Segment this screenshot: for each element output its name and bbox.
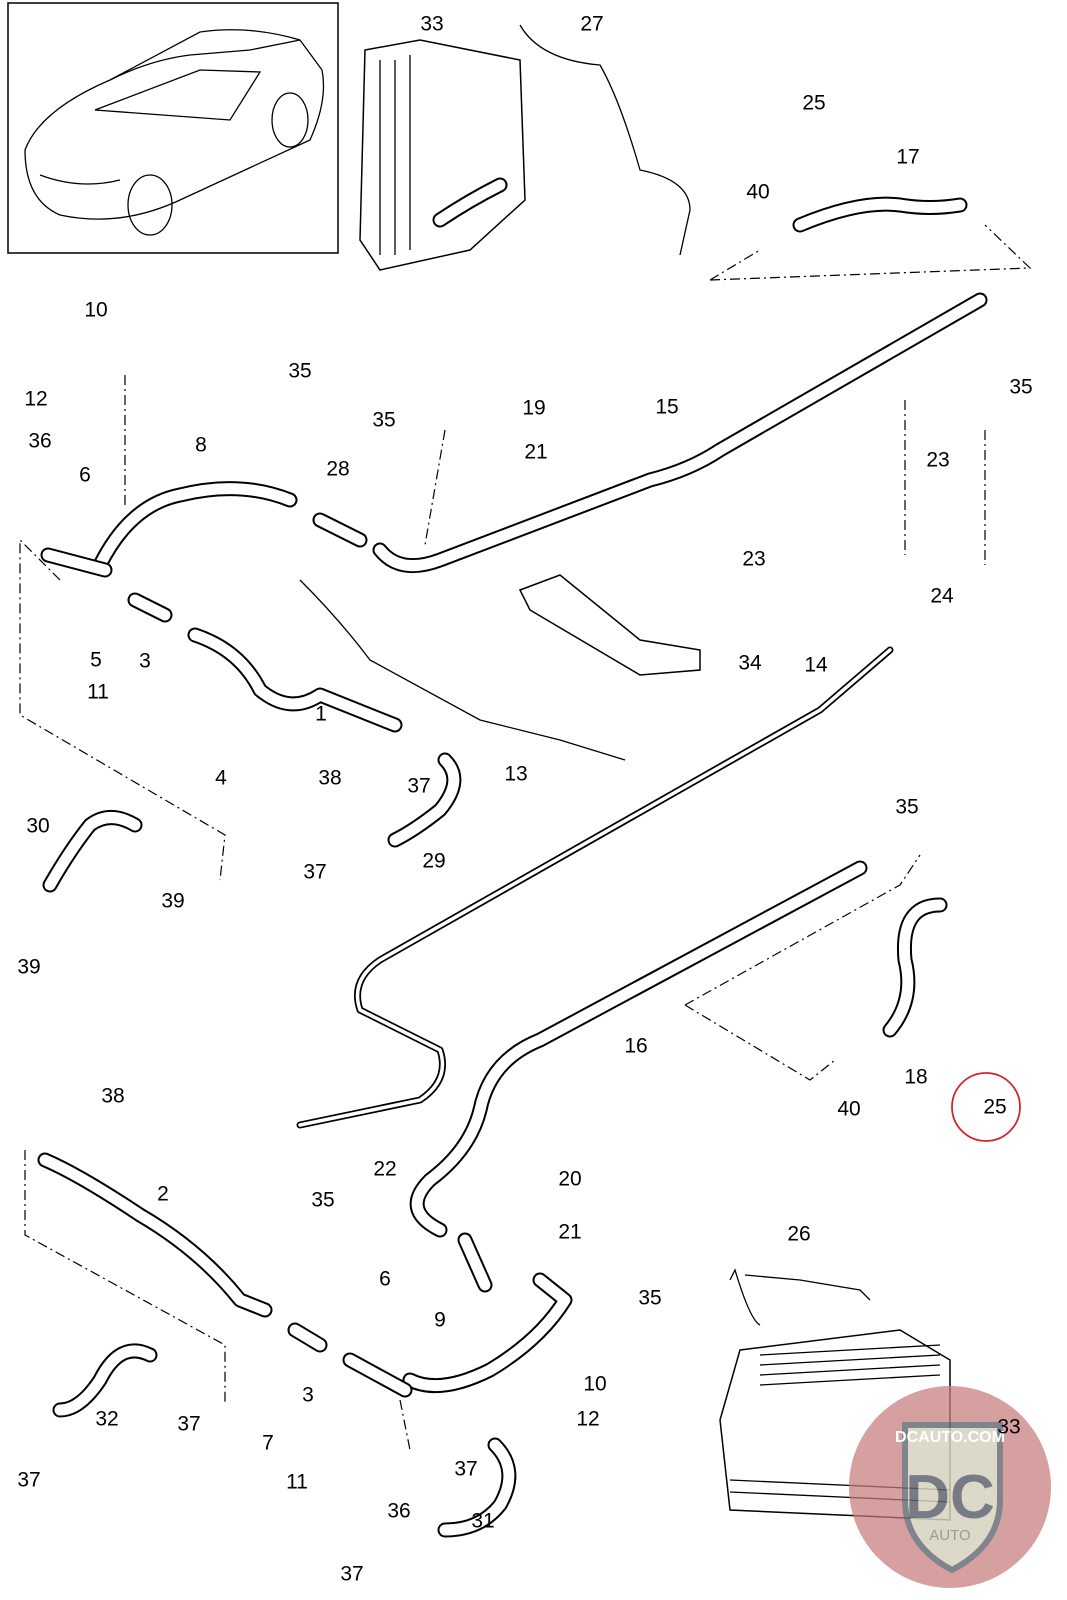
callout[interactable]: 25 — [802, 92, 825, 115]
highlight-circle — [951, 1072, 1021, 1142]
heat-shield-34 — [518, 574, 701, 676]
pipe-26 — [729, 1268, 871, 1326]
callout[interactable]: 19 — [522, 397, 545, 420]
callout[interactable]: 12 — [576, 1408, 599, 1431]
callout[interactable]: 33 — [997, 1416, 1020, 1439]
watermark-letters: DC — [905, 1463, 995, 1532]
callout[interactable]: 29 — [422, 850, 445, 873]
callout[interactable]: 39 — [17, 956, 40, 979]
callout[interactable]: 14 — [804, 654, 828, 677]
sensor-cable — [519, 24, 691, 256]
callout[interactable]: 23 — [742, 548, 765, 571]
callout[interactable]: 3 — [302, 1384, 314, 1407]
dcauto-watermark-logo: DCAUTO.COM DC AUTO — [849, 1386, 1051, 1588]
callout[interactable]: 23 — [926, 449, 949, 472]
callout[interactable]: 26 — [787, 1223, 810, 1246]
callout[interactable]: 21 — [558, 1221, 581, 1244]
callout[interactable]: 35 — [311, 1189, 334, 1212]
callout[interactable]: 32 — [95, 1408, 118, 1431]
callout[interactable]: 4 — [215, 767, 227, 790]
callout[interactable]: 35 — [1009, 376, 1032, 399]
radiator-module-top — [359, 39, 526, 271]
callout[interactable]: 31 — [471, 1510, 494, 1533]
callout[interactable]: 17 — [896, 146, 919, 169]
callout[interactable]: 40 — [746, 181, 769, 204]
callout[interactable]: 22 — [373, 1158, 396, 1181]
callout[interactable]: 28 — [326, 458, 349, 481]
callout[interactable]: 6 — [79, 464, 91, 487]
callout[interactable]: 16 — [624, 1035, 647, 1058]
callout[interactable]: 38 — [318, 767, 341, 790]
callout[interactable]: 11 — [87, 681, 109, 704]
callout[interactable]: 35 — [638, 1287, 661, 1310]
callout[interactable]: 39 — [161, 890, 184, 913]
callout[interactable]: 11 — [286, 1471, 308, 1494]
callout[interactable]: 37 — [177, 1413, 200, 1436]
callout[interactable]: 33 — [420, 13, 443, 36]
callout[interactable]: 2 — [157, 1183, 169, 1206]
callout[interactable]: 37 — [407, 775, 430, 798]
callout[interactable]: 27 — [580, 13, 603, 36]
callout-highlighted[interactable]: 25 — [983, 1096, 1006, 1119]
watermark-top-text: DCAUTO.COM — [895, 1429, 1005, 1446]
callout[interactable]: 21 — [524, 441, 547, 464]
callout[interactable]: 37 — [17, 1469, 40, 1492]
callout[interactable]: 7 — [262, 1432, 274, 1455]
callout[interactable]: 5 — [90, 649, 102, 672]
callout[interactable]: 12 — [24, 388, 47, 411]
callout[interactable]: 37 — [340, 1563, 363, 1586]
cable-13 — [299, 579, 626, 761]
callout[interactable]: 35 — [372, 409, 395, 432]
callout[interactable]: 35 — [895, 796, 918, 819]
callout[interactable]: 9 — [434, 1309, 446, 1332]
callout[interactable]: 24 — [930, 585, 954, 608]
callout[interactable]: 3 — [139, 650, 151, 673]
callout[interactable]: 38 — [101, 1085, 124, 1108]
callout[interactable]: 18 — [904, 1066, 927, 1089]
callout[interactable]: 1 — [315, 703, 327, 726]
callout[interactable]: 36 — [28, 430, 51, 453]
callout[interactable]: 6 — [379, 1268, 391, 1291]
callout[interactable]: 15 — [655, 396, 678, 419]
callout[interactable]: 10 — [84, 299, 107, 322]
watermark-bottom-text: AUTO — [929, 1527, 970, 1544]
callout[interactable]: 37 — [454, 1458, 477, 1481]
callout[interactable]: 13 — [504, 763, 527, 786]
callout[interactable]: 40 — [837, 1098, 860, 1121]
callout[interactable]: 30 — [26, 815, 49, 838]
vehicle-inset — [7, 2, 339, 254]
callout[interactable]: 8 — [195, 434, 207, 457]
callout-labels: 33 27 25 17 40 10 35 12 19 15 35 35 21 3… — [17, 13, 1032, 1586]
callout[interactable]: 35 — [288, 360, 311, 383]
callout[interactable]: 36 — [387, 1500, 410, 1523]
callout[interactable]: 10 — [583, 1373, 606, 1396]
callout[interactable]: 37 — [303, 861, 326, 884]
callout[interactable]: 34 — [738, 652, 762, 675]
coolant-pipe-15 — [372, 292, 988, 574]
callout[interactable]: 20 — [558, 1168, 581, 1191]
